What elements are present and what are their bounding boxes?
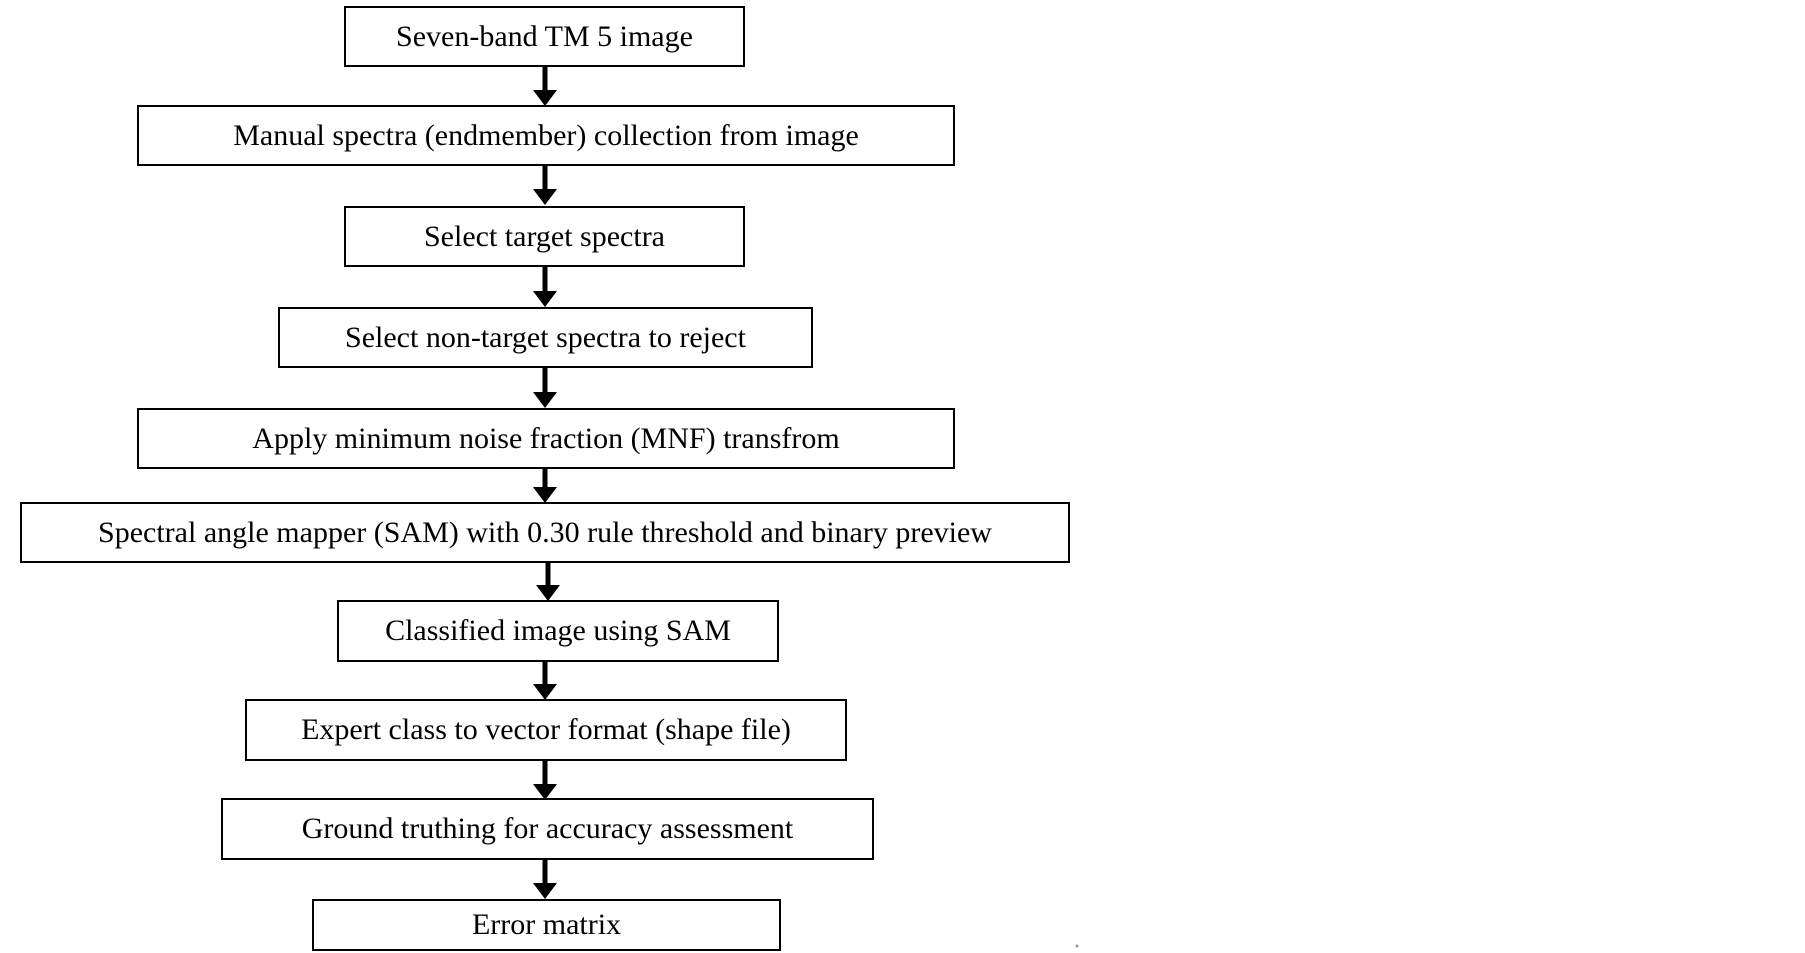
arrowhead-8-to-9: [533, 784, 557, 800]
step-8-label: Expert class to vector format (shape fil…: [301, 713, 791, 746]
step-6-label: Spectral angle mapper (SAM) with 0.30 ru…: [98, 515, 992, 549]
arrowhead-7-to-8: [533, 684, 557, 700]
arrowhead-4-to-5: [533, 392, 557, 408]
step-10-label: Error matrix: [471, 908, 622, 941]
step-1-box: Seven-band TM 5 image: [344, 6, 745, 67]
arrowhead-6-to-7: [536, 585, 560, 601]
step-8-box: Expert class to vector format (shape fil…: [245, 699, 847, 761]
step-7-box: Classified image using SAM: [337, 600, 779, 662]
stray-dot: [1075, 944, 1079, 948]
step-9-box: Ground truthing for accuracy assessment: [221, 798, 874, 860]
step-2-label: Manual spectra (endmember) collection fr…: [233, 118, 859, 152]
step-3-box: Select target spectra: [344, 206, 745, 267]
step-5-box: Apply minimum noise fraction (MNF) trans…: [137, 408, 955, 469]
step-5-label: Apply minimum noise fraction (MNF) trans…: [252, 421, 840, 455]
step-10-box: Error matrix: [312, 899, 781, 951]
arrowhead-1-to-2: [533, 90, 557, 106]
arrowhead-2-to-3: [533, 189, 557, 205]
step-6-box: Spectral angle mapper (SAM) with 0.30 ru…: [20, 502, 1070, 563]
arrowhead-5-to-6: [533, 487, 557, 503]
arrowhead-3-to-4: [533, 291, 557, 307]
arrowhead-9-to-10: [533, 883, 557, 899]
step-1-label: Seven-band TM 5 image: [396, 19, 693, 53]
step-4-label: Select non-target spectra to reject: [345, 320, 746, 354]
step-7-label: Classified image using SAM: [385, 614, 731, 647]
step-4-box: Select non-target spectra to reject: [278, 307, 813, 368]
step-9-label: Ground truthing for accuracy assessment: [301, 812, 794, 845]
step-2-box: Manual spectra (endmember) collection fr…: [137, 105, 955, 166]
step-3-label: Select target spectra: [424, 219, 665, 253]
